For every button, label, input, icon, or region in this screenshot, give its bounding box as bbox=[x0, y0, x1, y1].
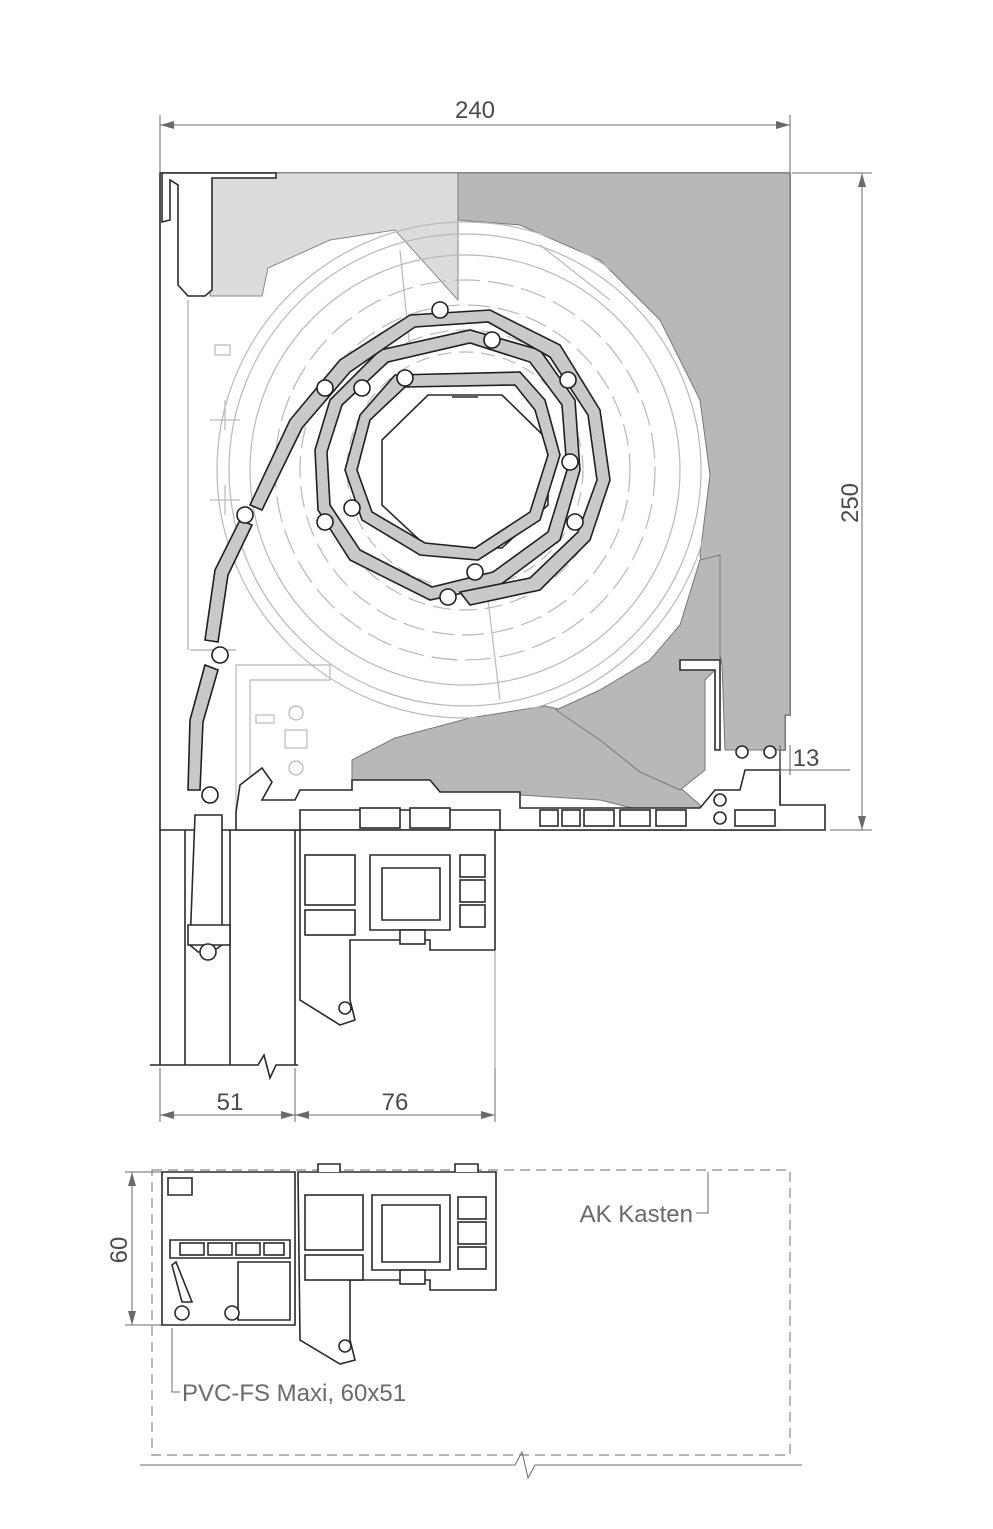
cover-profile-left bbox=[161, 172, 277, 297]
dimension-label-51: 51 bbox=[217, 1089, 244, 1116]
ak-kasten-outline bbox=[151, 1169, 791, 1456]
rolled-shutter-slats bbox=[187, 301, 611, 804]
frame-profile-section: AK Kasten 60 bbox=[106, 1163, 802, 1480]
break-line bbox=[140, 1450, 802, 1480]
right-guide-rail bbox=[679, 659, 721, 751]
frame-label: PVC-FS Maxi, 60x51 bbox=[182, 1380, 406, 1407]
dimension-height-60: 60 bbox=[106, 1171, 165, 1326]
dimension-label-250: 250 bbox=[837, 483, 864, 523]
insulation-dark-right bbox=[457, 172, 791, 751]
frame-label-leader bbox=[171, 1328, 180, 1393]
octagonal-shaft bbox=[381, 394, 549, 549]
roller-shutter-box-section: 240 250 bbox=[150, 97, 872, 1122]
dimension-label-13: 13 bbox=[793, 745, 820, 772]
window-frame-section bbox=[150, 814, 496, 1120]
dimension-guide-13: 13 bbox=[779, 745, 850, 775]
dimension-bottom-51-76: 51 76 bbox=[159, 1068, 496, 1122]
sill-chambers bbox=[359, 793, 776, 829]
dimension-label-60: 60 bbox=[106, 1237, 133, 1264]
side-cap-marks bbox=[210, 344, 240, 515]
ak-kasten-leader bbox=[696, 1172, 709, 1214]
dimension-label-76: 76 bbox=[382, 1089, 409, 1116]
dimension-height-250: 250 bbox=[792, 172, 872, 831]
slat-hooks bbox=[201, 301, 584, 804]
dimension-width-240: 240 bbox=[159, 97, 791, 172]
ak-kasten-label: AK Kasten bbox=[580, 1201, 693, 1228]
dimension-label-240: 240 bbox=[455, 97, 495, 124]
